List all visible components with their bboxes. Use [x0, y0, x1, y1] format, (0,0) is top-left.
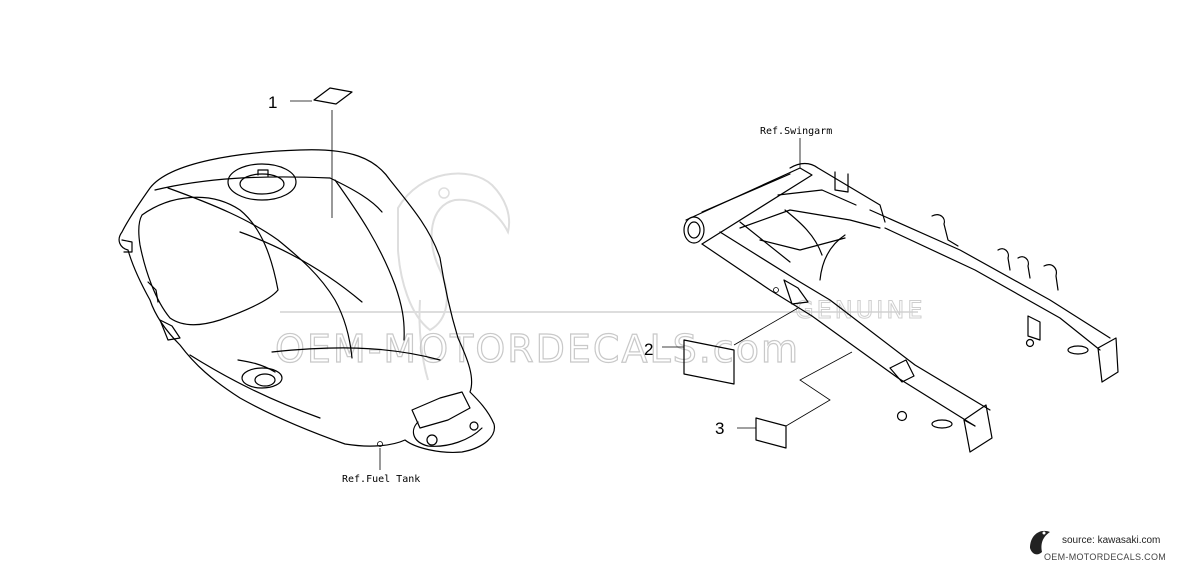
watermark-genuine-text: GENUINE [795, 296, 925, 324]
watermark-main-text: OEM-MOTORDECALS.com [275, 327, 800, 371]
decal-1-shape [313, 87, 353, 105]
watermark-bird-logo [397, 172, 511, 381]
ref-fuel-tank-label: Ref.Fuel Tank [342, 474, 420, 485]
decal-3-shape [755, 417, 787, 449]
oem-bird-icon [1030, 530, 1050, 555]
fuel-tank-drawing [118, 87, 495, 453]
swingarm-drawing [683, 162, 1119, 453]
leader-lines [290, 100, 853, 470]
decal-2-shape [683, 339, 735, 385]
ref-swingarm-label: Ref.Swingarm [760, 126, 832, 137]
callout-1-number: 1 [268, 93, 277, 112]
brand-credit: OEM-MOTORDECALS.COM [1044, 552, 1167, 562]
callout-3-number: 3 [715, 419, 724, 438]
source-credit: source: kawasaki.com [1062, 535, 1161, 546]
callout-2-number: 2 [644, 340, 653, 359]
watermark: GENUINE OEM-MOTORDECALS.com [274, 172, 925, 381]
